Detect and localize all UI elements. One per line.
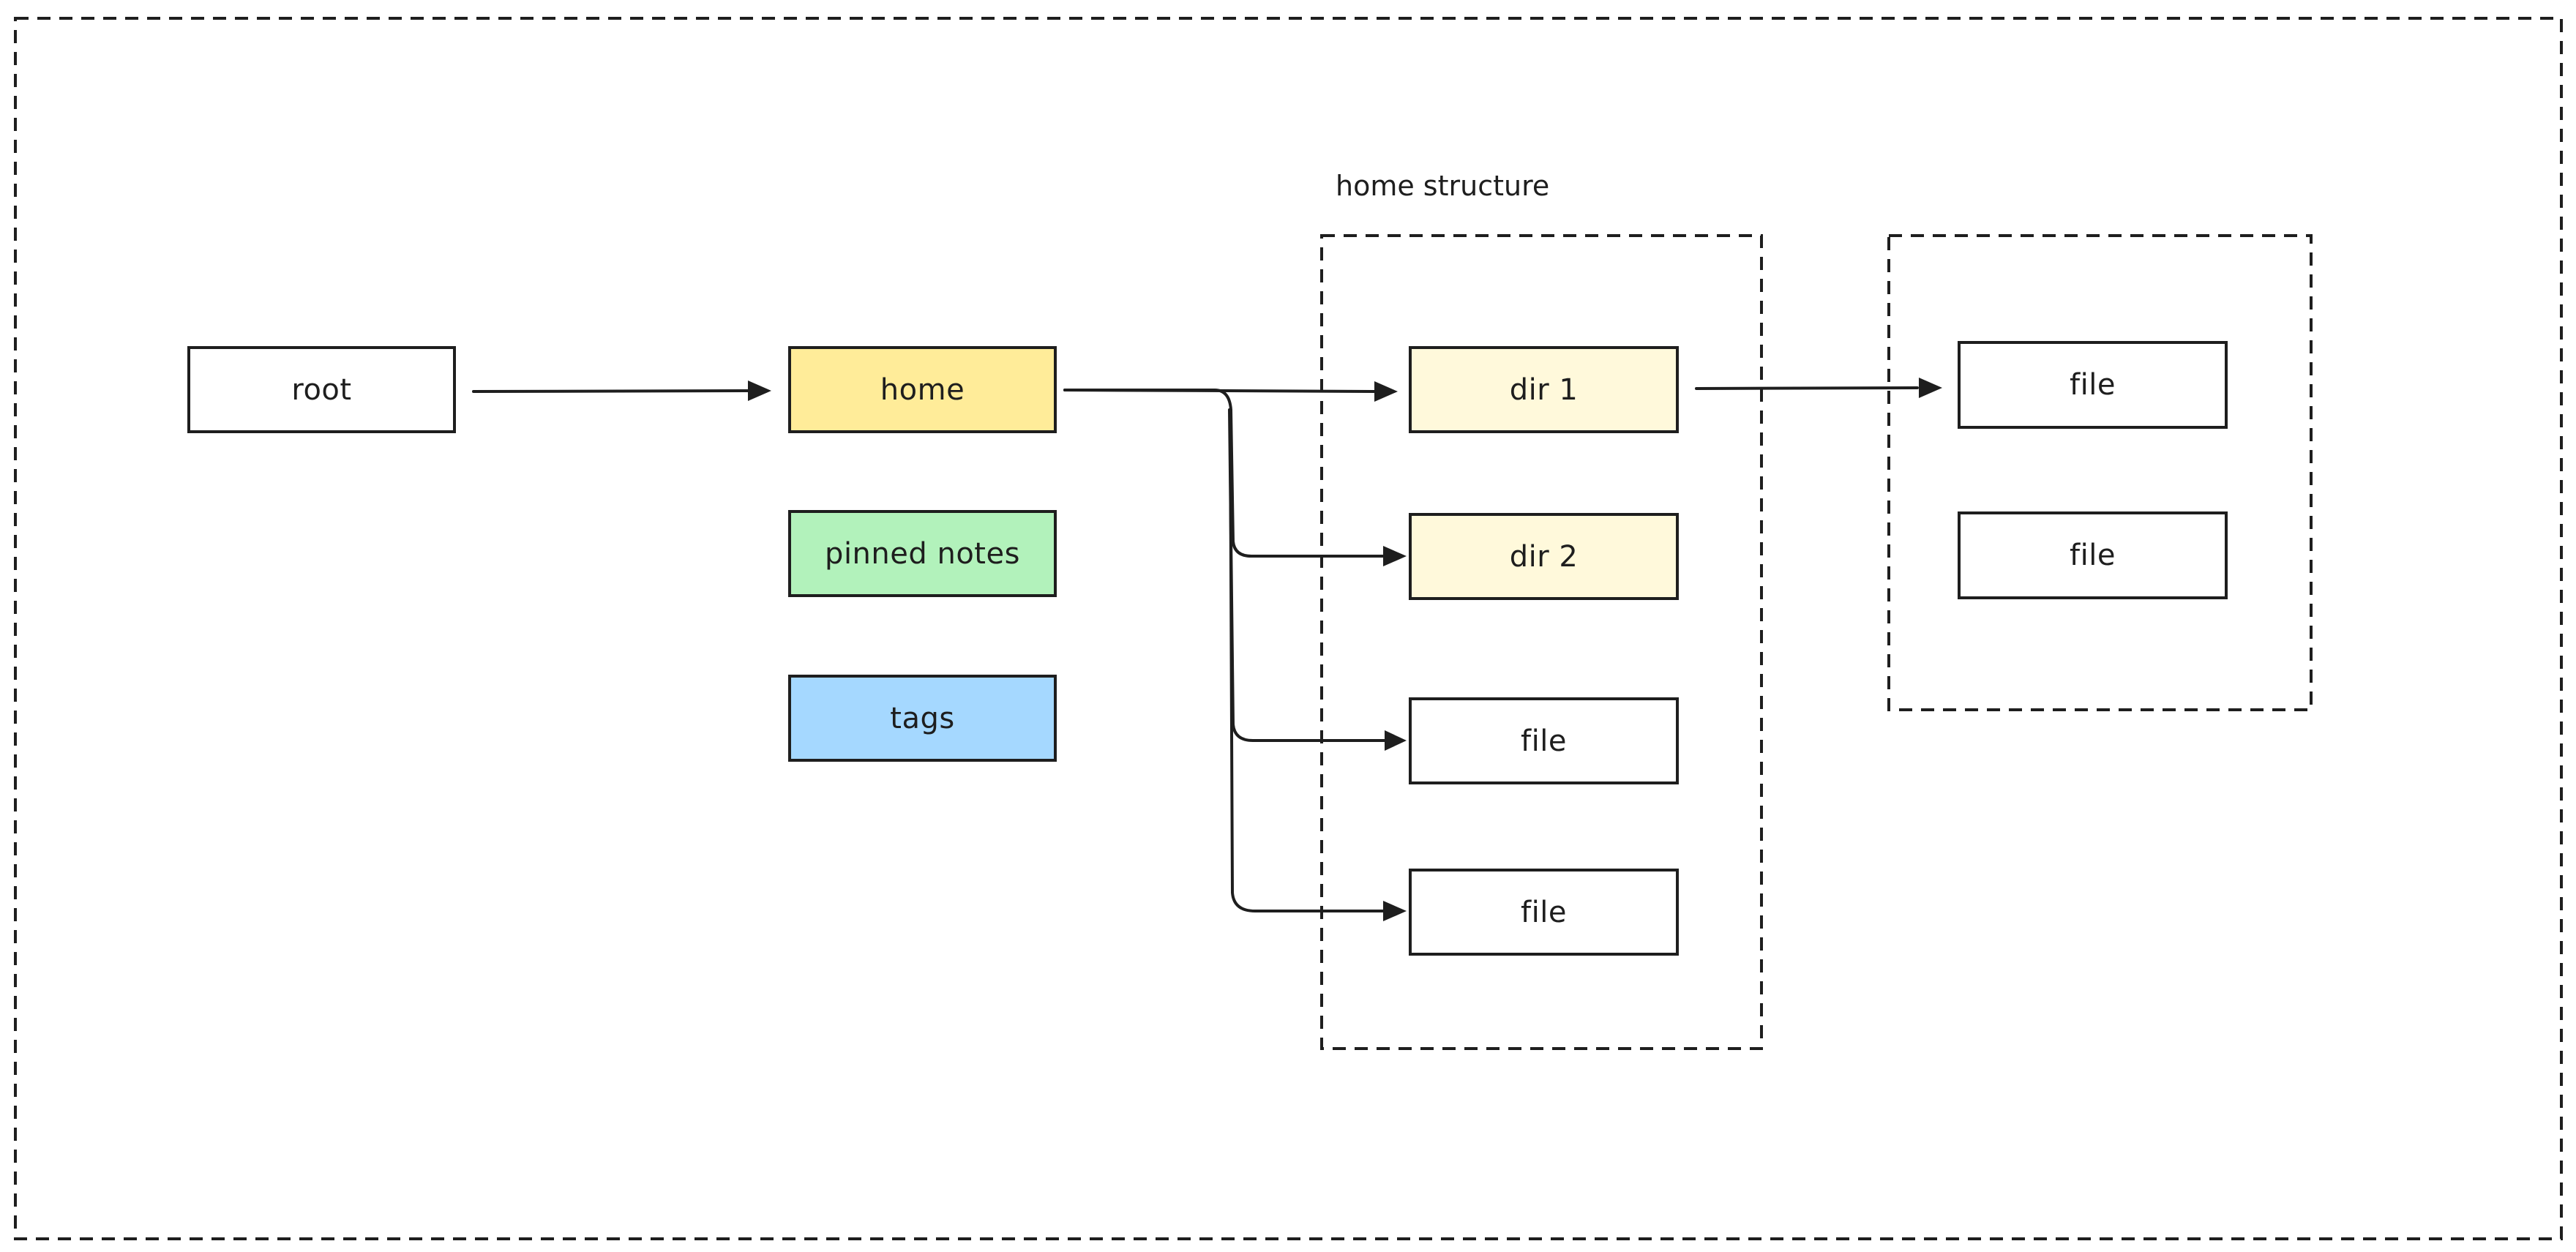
node-file3-box	[1958, 341, 2228, 429]
node-home-box	[788, 346, 1057, 433]
node-root-label: root	[291, 372, 352, 407]
outer-frame	[14, 17, 2563, 1240]
edge-home-dir2-arrowhead	[1383, 546, 1407, 566]
edge-dir1-file3	[1695, 386, 1919, 390]
edge-home-file1-arrowhead	[1385, 730, 1407, 751]
node-pinned-notes-label: pinned notes	[825, 536, 1020, 571]
edge-home-dir1-arrowhead	[1374, 381, 1398, 402]
node-dir2-box	[1409, 513, 1679, 600]
node-file3-label: file	[2070, 368, 2116, 402]
node-file4-label: file	[2070, 539, 2116, 572]
edge-home-dir2	[1063, 389, 1385, 558]
node-file2-box	[1409, 869, 1679, 956]
node-pinned-notes-box	[788, 510, 1057, 597]
node-dir2-label: dir 2	[1509, 539, 1579, 574]
node-dir1-box	[1409, 346, 1679, 433]
edge-home-file2-arrowhead	[1383, 901, 1407, 921]
edge-root-home-arrowhead	[748, 381, 771, 401]
node-file4-box	[1958, 511, 2228, 599]
edge-home-file2	[1229, 408, 1385, 912]
node-home-label: home	[880, 372, 965, 407]
node-dir1-label: dir 1	[1509, 372, 1579, 407]
dir-contents-group	[1887, 234, 2313, 711]
edges-layer	[472, 378, 1942, 921]
node-file2-label: file	[1521, 895, 1567, 929]
edge-home-file1	[1228, 408, 1386, 742]
node-tags-label: tags	[890, 701, 955, 735]
home-structure-group	[1320, 234, 1763, 1050]
node-tags-box	[788, 675, 1057, 762]
edge-dir1-file3-arrowhead	[1919, 378, 1942, 398]
node-file1-box	[1409, 697, 1679, 784]
node-root-box	[187, 346, 456, 433]
node-file1-label: file	[1521, 724, 1567, 758]
home-structure-label: home structure	[1336, 170, 1550, 202]
